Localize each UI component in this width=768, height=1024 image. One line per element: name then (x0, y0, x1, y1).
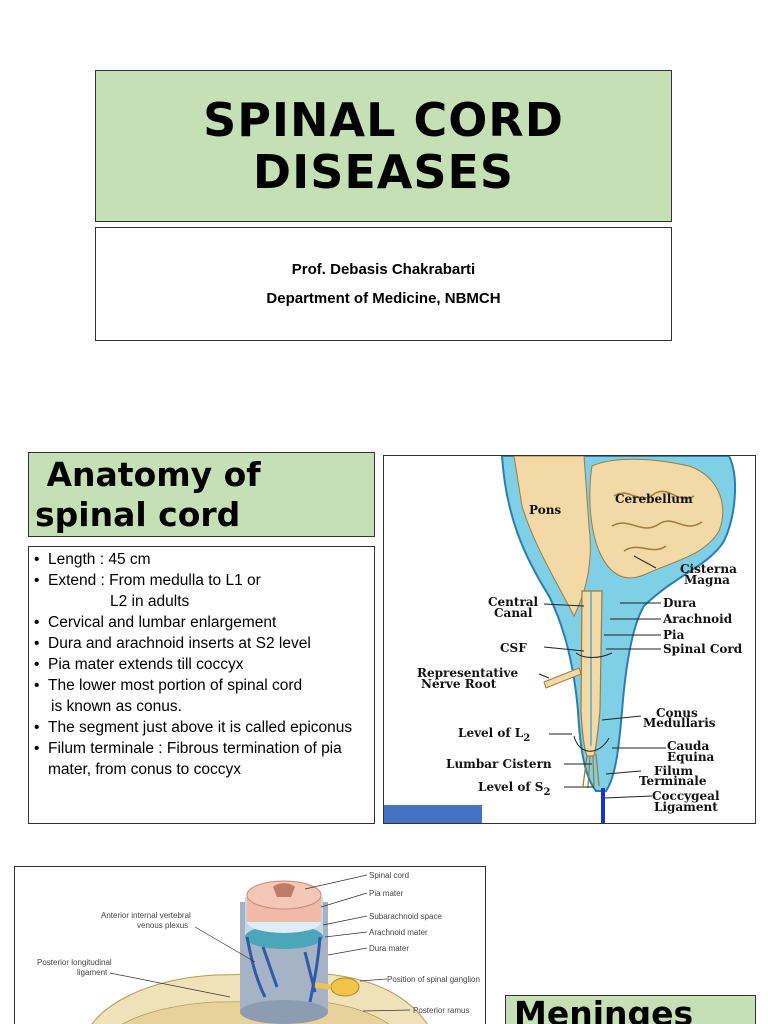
label-spinal-cord-2: Spinal cord (369, 871, 409, 880)
bullet-text: The lower most portion of spinal cord (48, 677, 303, 694)
anatomy-heading-line-2: spinal cord (35, 495, 241, 534)
bullet-item: Length : 45 cm (33, 549, 370, 570)
label-dura-mater: Dura mater (369, 944, 409, 953)
bullet-text: Filum terminale : Fibrous termination of… (48, 740, 342, 757)
title-box: SPINAL CORD DISEASES (95, 70, 672, 222)
label-cisterna: Cisterna (680, 562, 737, 576)
bullet-text: The segment just above it is called epic… (48, 719, 353, 736)
label-posterior-ramus: Posterior ramus (413, 1006, 469, 1015)
label-lumbar-cistern: Lumbar Cistern (446, 757, 552, 771)
label-equina: Equina (667, 750, 715, 764)
bullet-text: Dura and arachnoid inserts at S2 level (48, 635, 311, 652)
label-ligament-2: ligament (77, 968, 108, 977)
bullet-item: Dura and arachnoid inserts at S2 level (33, 633, 370, 654)
label-canal: Canal (494, 606, 533, 620)
bullet-item: Filum terminale : Fibrous termination of… (33, 738, 370, 780)
label-nerve-root: Nerve Root (421, 677, 497, 691)
label-venous-plexus: venous plexus (137, 921, 188, 930)
label-pia: Pia (663, 628, 685, 642)
anatomy-bullet-list: Length : 45 cm Extend : From medulla to … (33, 549, 370, 780)
anatomy-bullet-box: Length : 45 cm Extend : From medulla to … (28, 546, 375, 824)
page-title: SPINAL CORD DISEASES (203, 94, 564, 198)
label-subarachnoid: Subarachnoid space (369, 912, 442, 921)
label-medullaris: Medullaris (643, 716, 716, 730)
label-level-l2: Level of L2 (458, 726, 530, 744)
bullet-text: Cervical and lumbar enlargement (48, 614, 277, 631)
bullet-item: Extend : From medulla to L1 or L2 in adul… (33, 570, 370, 612)
author-department: Department of Medicine, NBMCH (266, 290, 501, 307)
bullet-item: The lower most portion of spinal cord is … (33, 675, 370, 717)
label-spinal-ganglion: Position of spinal ganglion (387, 975, 480, 984)
anatomy-heading-line-1: Anatomy of (35, 455, 261, 494)
label-conus: Conus (656, 706, 698, 720)
label-cauda: Cauda (667, 739, 709, 753)
label-central: Central (488, 595, 539, 609)
author-name: Prof. Debasis Chakrabarti (291, 261, 476, 278)
title-line-1: SPINAL CORD (203, 93, 564, 147)
label-ligament: Ligament (654, 800, 718, 814)
label-magna: Magna (684, 573, 730, 587)
label-posterior-longitudinal: Posterior longitudinal (37, 958, 112, 967)
label-csf: CSF (500, 641, 527, 655)
label-arachnoid: Arachnoid (662, 612, 733, 626)
meninges-diagram: Spinal cord Pia mater Subarachnoid space… (14, 866, 486, 1024)
title-line-2: DISEASES (252, 145, 515, 199)
label-cerebellum: Cerebellum (615, 492, 693, 506)
meninges-heading: Meninges (514, 994, 694, 1024)
bullet-text-cont: L2 in adults (110, 593, 190, 610)
bullet-text: Pia mater extends till coccyx (48, 656, 244, 673)
anatomy-heading: Anatomy of spinal cord (35, 455, 374, 535)
label-pons: Pons (529, 503, 561, 517)
anatomy-heading-box: Anatomy of spinal cord (28, 452, 375, 537)
label-spinal-cord: Spinal Cord (663, 642, 743, 656)
bullet-item: Pia mater extends till coccyx (33, 654, 370, 675)
label-pia-mater: Pia mater (369, 889, 404, 898)
bullet-item: The segment just above it is called epic… (33, 717, 370, 738)
label-anterior-plexus: Anterior internal vertebral (101, 911, 191, 920)
label-dura: Dura (663, 596, 696, 610)
label-filum: Filum (654, 764, 693, 778)
meninges-heading-box: Meninges (505, 995, 756, 1024)
label-arachnoid-mater: Arachnoid mater (369, 928, 428, 937)
bullet-text: Length : 45 cm (48, 551, 151, 568)
spinal-cord-diagram: Pons Cerebellum Cisterna Magna Central C… (383, 455, 756, 824)
bullet-item: Cervical and lumbar enlargement (33, 612, 370, 633)
author-box: Prof. Debasis Chakrabarti Department of … (95, 227, 672, 341)
spinal-cord-diagram-svg: Pons Cerebellum Cisterna Magna Central C… (417, 456, 743, 823)
label-coccygeal: Coccygeal (652, 789, 720, 803)
bullet-text: Extend : From medulla to L1 or (48, 572, 261, 589)
label-representative: Representative (417, 666, 518, 680)
bullet-text-cont: is known as conus. (51, 698, 182, 715)
blue-bar (384, 805, 482, 823)
meninges-diagram-svg: Spinal cord Pia mater Subarachnoid space… (37, 871, 480, 1024)
label-level-s2: Level of S2 (478, 780, 550, 798)
bullet-text-cont: mater, from conus to coccyx (48, 761, 241, 778)
label-terminale: Terminale (639, 774, 707, 788)
